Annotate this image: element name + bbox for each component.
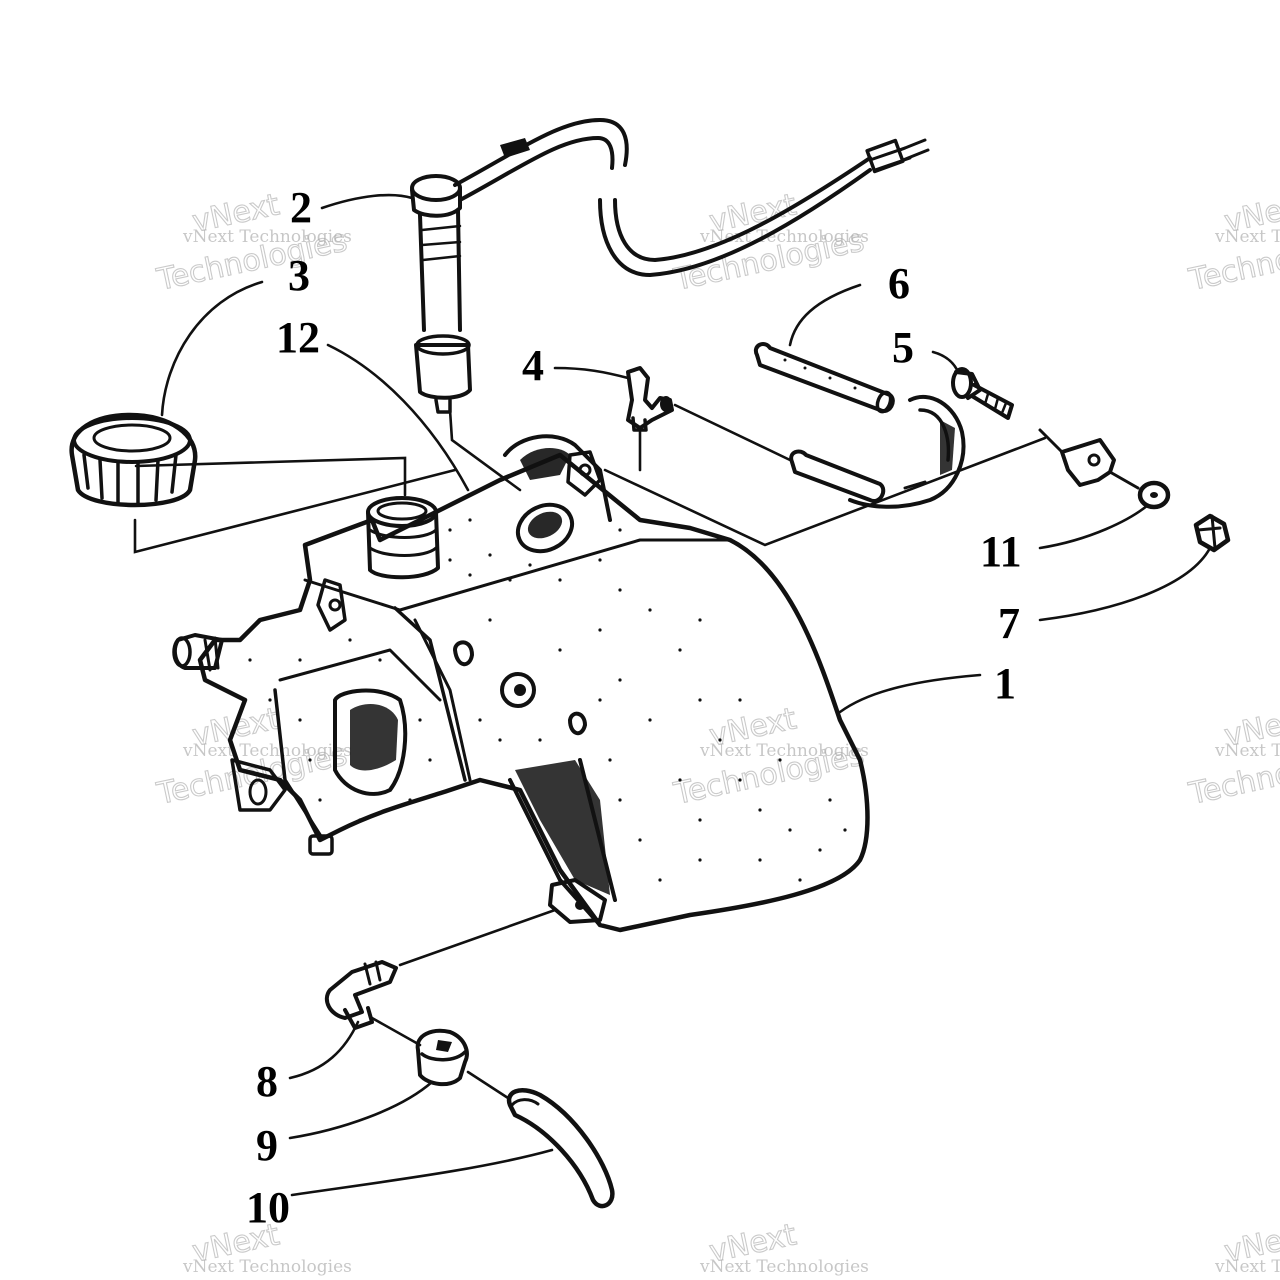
callout-numbers: 2 3 12 4 6 5 11 7 1 8 9 10 xyxy=(246,183,1022,1232)
tank-surface-stipple xyxy=(248,518,847,882)
callout-11: 11 xyxy=(980,527,1022,576)
filler-cap-part-3 xyxy=(69,412,198,508)
callout-4: 4 xyxy=(522,341,544,390)
vent-fitting-part-4 xyxy=(626,366,674,432)
leader-lines xyxy=(133,193,1212,1197)
callout-7: 7 xyxy=(998,599,1020,648)
vent-hose-part-6 xyxy=(753,342,966,509)
watermark-top-right: vNext Technologies vNext Technologies xyxy=(1185,187,1280,299)
watermark-text: vNext Technologies xyxy=(699,741,869,761)
bolt-part-5 xyxy=(951,367,1014,420)
mount-bracket xyxy=(1038,428,1140,490)
callout-3: 3 xyxy=(288,251,310,300)
nut-part-7 xyxy=(1193,513,1231,553)
callout-1: 1 xyxy=(994,659,1016,708)
callout-9: 9 xyxy=(256,1121,278,1170)
watermark-top-center: vNext Technologies vNext Technologies xyxy=(670,187,869,299)
callout-10: 10 xyxy=(246,1183,290,1232)
watermark-mid-left: vNext Technologies vNext Technologies xyxy=(153,701,352,813)
watermark-bottom-center: vNext Technologies vNext xyxy=(699,1217,869,1277)
watermark-text: vNext Technologies xyxy=(182,227,352,247)
oil-tank-part-1 xyxy=(172,434,870,933)
watermark-text: vNext Technologies xyxy=(182,1257,352,1277)
watermark-top-left: vNext Technologies vNext Technologies xyxy=(153,187,352,299)
watermark-text: vNext Technologies xyxy=(1214,1257,1280,1277)
watermark-text: vNext Technologies xyxy=(1214,227,1280,247)
callout-6: 6 xyxy=(888,259,910,308)
watermark-layer: vNext Technologies vNext Technologies vN… xyxy=(153,187,1280,1277)
watermark-text: vNext Technologies xyxy=(699,1257,869,1277)
watermark-text: vNext Technologies xyxy=(182,741,352,761)
watermark-mid-right: vNext Technologies vNext Technologies xyxy=(1185,701,1280,813)
watermark-bottom-right: vNext Technologies vNext xyxy=(1214,1217,1280,1277)
level-sensor-part-2 xyxy=(410,118,930,414)
oil-hose-part-10 xyxy=(506,1088,615,1209)
callout-2: 2 xyxy=(290,183,312,232)
watermark-text: vNext Technologies xyxy=(1214,741,1280,761)
callout-12: 12 xyxy=(276,313,320,362)
callout-8: 8 xyxy=(256,1057,278,1106)
elbow-fitting-part-8 xyxy=(324,960,398,1030)
washer-part-11 xyxy=(1137,480,1171,510)
callout-5: 5 xyxy=(892,323,914,372)
hose-clamp-part-9 xyxy=(415,1029,469,1087)
